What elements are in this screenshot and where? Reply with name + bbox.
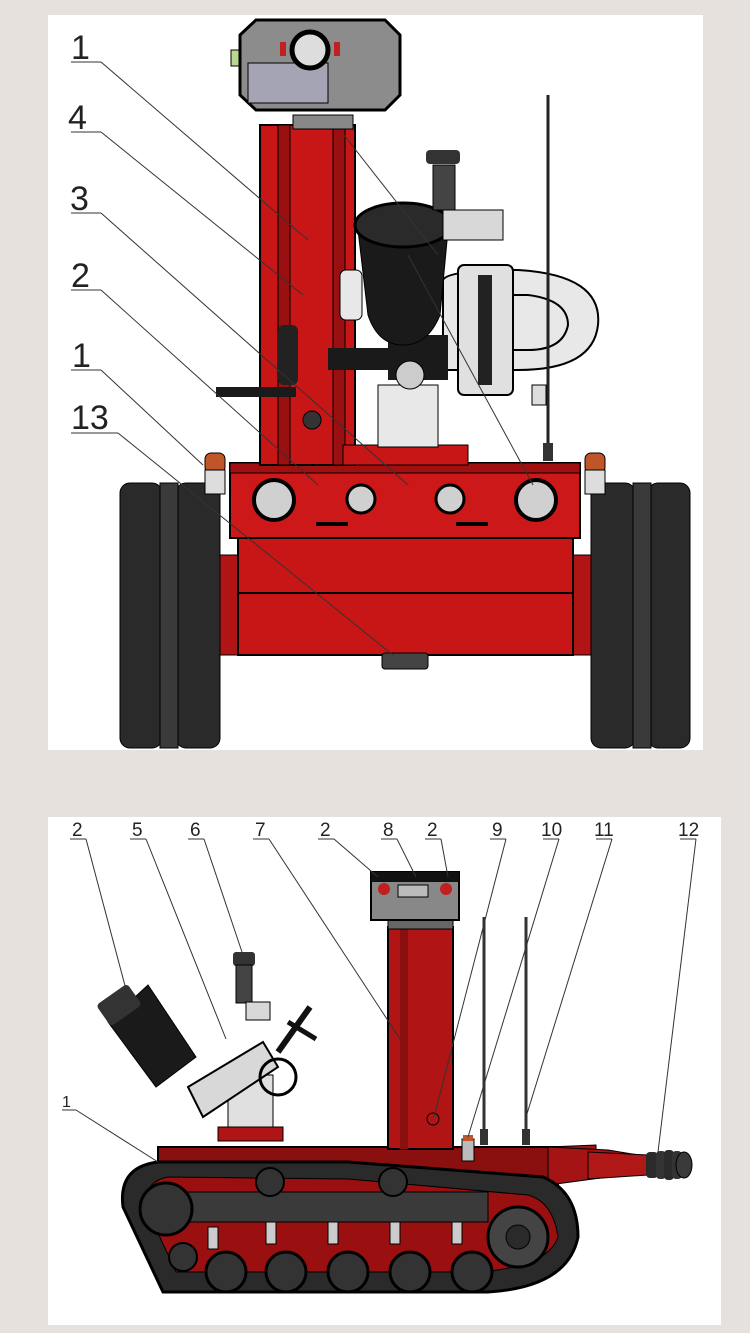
side-leaders [62,838,697,1163]
camera-head [230,18,402,112]
water-cannon [328,150,600,466]
front-view-drawing: 1 4 3 2 1 13 [68,18,691,749]
side-label-2b: 2 [320,820,331,841]
side-view-drawing: 2 5 6 7 2 8 2 9 10 11 12 1 [62,820,699,1294]
front-label-2: 2 [71,257,90,295]
side-label-6: 6 [190,820,201,841]
side-camera [370,871,460,921]
side-label-11: 11 [594,820,614,841]
suspension-springs [207,1221,463,1250]
side-label-9: 9 [492,820,503,841]
side-view-panel: 2 5 6 7 2 8 2 9 10 11 12 1 [48,817,721,1325]
left-wheels [119,482,221,749]
side-label-10: 10 [541,820,562,841]
side-label-2c: 2 [427,820,438,841]
side-label-1: 1 [62,1094,71,1111]
front-label-1b: 1 [72,337,91,375]
right-wheels [590,482,691,749]
front-label-1: 1 [71,29,90,67]
front-label-3: 3 [70,180,89,218]
front-label-4: 4 [68,99,87,137]
front-leaders [71,61,534,656]
side-label-5: 5 [132,820,143,841]
side-label-8: 8 [383,820,394,841]
side-antennas [461,917,530,1162]
side-mast [387,914,454,1150]
front-label-13: 13 [71,399,109,437]
side-label-7: 7 [255,820,266,841]
rear-nozzle [587,1150,693,1180]
bottom-sensor [381,652,429,670]
side-water-cannon [97,952,318,1142]
front-view-panel: 1 4 3 2 1 13 [48,15,703,750]
warning-lights [204,452,606,495]
road-wheels [204,1250,494,1294]
side-label-12: 12 [678,820,699,841]
gauges [252,478,558,522]
side-label-2a: 2 [72,820,83,841]
